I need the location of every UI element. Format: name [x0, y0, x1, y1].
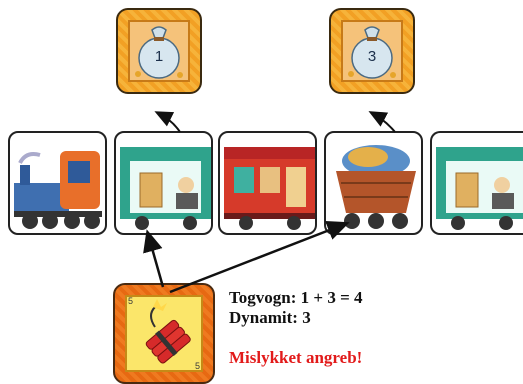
passenger-wagon-icon	[224, 147, 315, 230]
corner-value: 5	[128, 296, 134, 306]
bandit-wagon-icon	[120, 147, 211, 230]
loot-value: 1	[154, 48, 164, 65]
dynamite-value: Dynamit: 3	[229, 308, 311, 327]
arrow-to-loot-1	[154, 111, 181, 133]
money-bag-icon	[348, 26, 396, 79]
bandit-wagon-icon	[436, 147, 523, 230]
coal-wagon-icon	[336, 145, 416, 229]
result-text: Mislykket angreb!	[229, 348, 363, 367]
explanation: Togvogn: 1 + 3 = 4 Dynamit: 3 Mislykket …	[229, 288, 519, 368]
locomotive-icon	[14, 151, 102, 229]
train-car-bandit-wagon[interactable]	[430, 131, 523, 235]
arrow-to-loot-3	[368, 111, 396, 133]
loot-card-1[interactable]: 1	[116, 8, 202, 94]
money-bag-icon	[135, 26, 183, 79]
loot-value: 3	[367, 48, 377, 65]
arrow-to-bandit-wagon	[143, 229, 165, 288]
dynamite-card[interactable]: 5 5	[113, 283, 215, 384]
train-car-bandit-wagon[interactable]	[114, 131, 213, 235]
wagon-sum: Togvogn: 1 + 3 = 4	[229, 288, 363, 307]
train-car-coal-wagon[interactable]	[324, 131, 423, 235]
train-car-locomotive[interactable]	[8, 131, 107, 235]
train-car-red-wagon[interactable]	[218, 131, 317, 235]
dynamite-icon	[145, 299, 191, 364]
loot-card-3[interactable]: 3	[329, 8, 415, 94]
corner-value: 5	[194, 361, 200, 371]
